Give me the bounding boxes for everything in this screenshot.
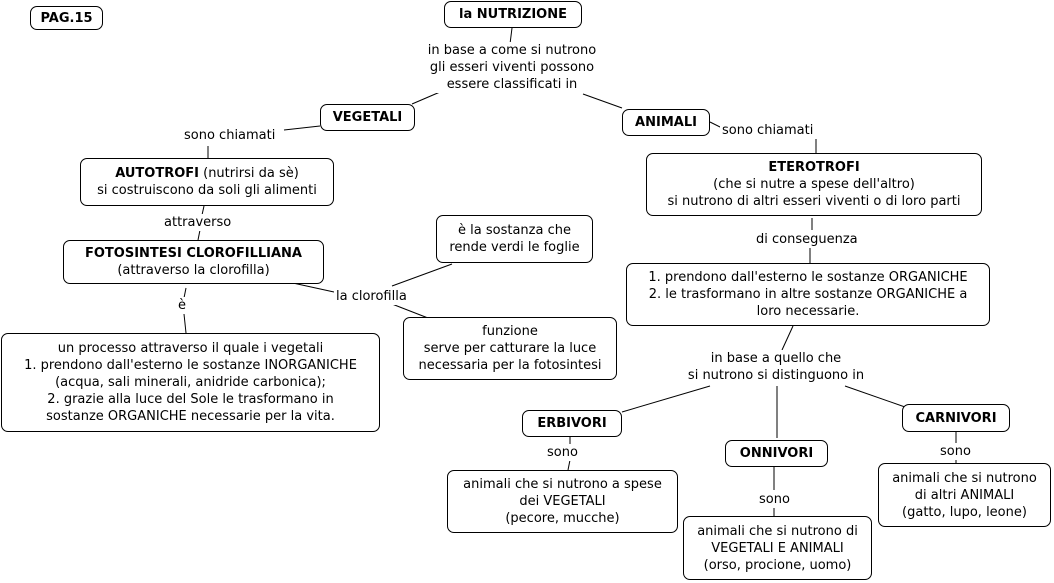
- funzione-node: funzione serve per catturare la luce nec…: [403, 317, 617, 380]
- vegetali-node: VEGETALI: [320, 104, 415, 131]
- autotrofi-node: AUTOTROFI (nutrirsi da sè) si costruisco…: [80, 158, 334, 206]
- autotrofi-title: AUTOTROFI: [115, 166, 199, 181]
- onnivori-description: animali che si nutrono di VEGETALI E ANI…: [683, 516, 872, 580]
- animali-link-label: sono chiamati: [720, 122, 816, 139]
- page-tag: PAG.15: [30, 6, 103, 30]
- e-label: è: [176, 297, 188, 314]
- autotrofi-description: si costruiscono da soli gli alimenti: [97, 183, 317, 198]
- fotosintesi-note: (attraverso la clorofilla): [117, 263, 270, 278]
- clorofilla-label: la clorofilla: [334, 288, 409, 305]
- carnivori-link-label: sono: [938, 443, 973, 460]
- vegetali-link-label: sono chiamati: [182, 127, 278, 144]
- fotosintesi-node: FOTOSINTESI CLOROFILLIANA (attraverso la…: [63, 240, 324, 284]
- fotosintesi-title: FOTOSINTESI CLOROFILLIANA: [84, 246, 302, 261]
- conseguenza-label: di conseguenza: [754, 231, 860, 248]
- organiche-node: 1. prendono dall'esterno le sostanze ORG…: [626, 263, 990, 326]
- erbivori-description: animali che si nutrono a spese dei VEGET…: [447, 470, 678, 533]
- root-node: la NUTRIZIONE: [444, 1, 582, 28]
- erbivori-link-label: sono: [545, 444, 580, 461]
- carnivori-node: CARNIVORI: [902, 404, 1010, 432]
- animali-node: ANIMALI: [622, 109, 710, 136]
- sostanza-node: è la sostanza che rende verdi le foglie: [436, 215, 593, 263]
- onnivori-link-label: sono: [757, 491, 792, 508]
- autotrofi-note: (nutrirsi da sè): [203, 166, 299, 181]
- processo-node: un processo attraverso il quale i vegeta…: [1, 333, 380, 432]
- onnivori-node: ONNIVORI: [725, 440, 828, 467]
- eterotrofi-node: ETEROTROFI (che si nutre a spese dell'al…: [646, 153, 982, 216]
- attraverso-label: attraverso: [162, 214, 234, 231]
- carnivori-description: animali che si nutrono di altri ANIMALI …: [878, 463, 1051, 527]
- erbivori-node: ERBIVORI: [522, 410, 622, 437]
